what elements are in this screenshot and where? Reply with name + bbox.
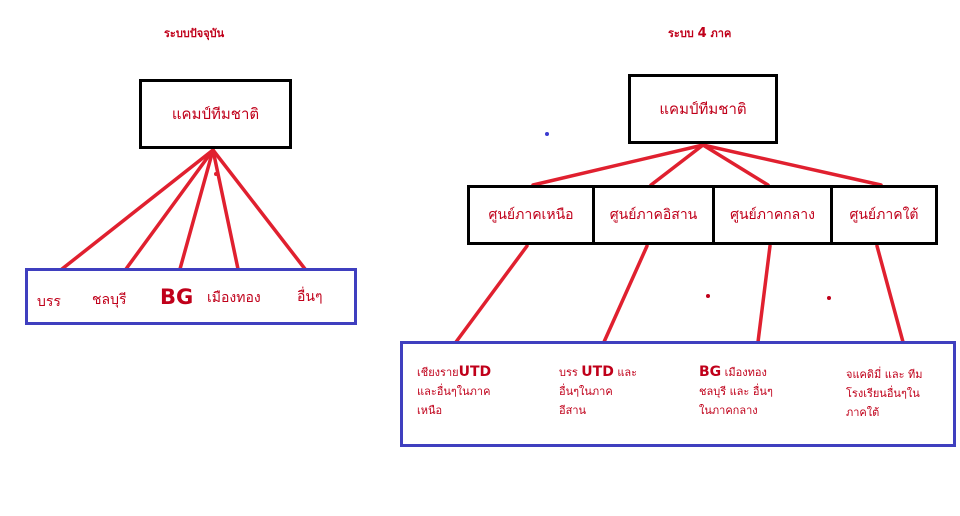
leaf-item: ชลบุรี [92, 292, 127, 308]
right-title-num: 4 [697, 26, 707, 41]
left-root-box: แคมป์ทีมชาติ [139, 79, 292, 149]
stray-dot [706, 294, 710, 298]
leaf-item: BG [160, 285, 194, 309]
right-title-prefix: ระบบ [668, 27, 694, 40]
detail-north: เชียงรายUTD และอื่นๆในภาค เหนือ [417, 364, 492, 417]
detail-northeast: บรร UTD และ อื่นๆในภาค อีสาน [559, 364, 638, 417]
leaf-item: บรร [37, 294, 61, 310]
stray-dot [827, 296, 831, 300]
left-leaf-box [25, 268, 357, 325]
leaf-item: อื่นๆ [297, 289, 323, 305]
connector-left-5 [211, 148, 307, 271]
right-title-suffix: ภาค [710, 27, 732, 40]
center-label: ศูนย์ภาคอิสาน [609, 207, 698, 223]
stray-dot [545, 132, 549, 136]
right-title: ระบบ 4 ภาค [668, 24, 731, 42]
connector-right-2 [649, 143, 705, 187]
right-root-label: แคมป์ทีมชาติ [659, 100, 747, 118]
center-box-south: ศูนย์ภาคใต้ [830, 185, 938, 245]
connector-right-1 [531, 143, 705, 187]
center-box-northeast: ศูนย์ภาคอิสาน [592, 185, 715, 245]
right-root-box: แคมป์ทีมชาติ [628, 74, 778, 144]
connector-left-2 [124, 148, 215, 271]
center-label: ศูนย์ภาคกลาง [730, 207, 815, 223]
center-label: ศูนย์ภาคใต้ [849, 207, 919, 223]
connector-detail-1 [454, 244, 529, 344]
detail-central: BG เมืองทอง ชลบุรี และ อื่นๆ ในภาคกลาง [699, 364, 773, 417]
connector-left-4 [211, 148, 240, 271]
connector-left-3 [178, 148, 215, 271]
connector-detail-2 [602, 244, 649, 344]
connector-detail-3 [756, 244, 772, 344]
center-box-central: ศูนย์ภาคกลาง [712, 185, 833, 245]
left-root-label: แคมป์ทีมชาติ [171, 105, 260, 123]
left-title: ระบบปัจจุบัน [164, 27, 225, 40]
connector-right-3 [701, 143, 770, 187]
detail-south: จแคดิมี่ และ ทีม โรงเรียนอื่นๆใน ภาคใต้ [846, 368, 923, 419]
stray-dot [214, 172, 218, 176]
connector-right-4 [701, 143, 883, 187]
connector-left-1 [60, 148, 215, 271]
leaf-item: เมืองทอง [207, 290, 261, 306]
center-label: ศูนย์ภาคเหนือ [488, 207, 574, 223]
center-box-north: ศูนย์ภาคเหนือ [467, 185, 595, 245]
connector-detail-4 [875, 244, 905, 344]
right-detail-box [400, 341, 956, 447]
